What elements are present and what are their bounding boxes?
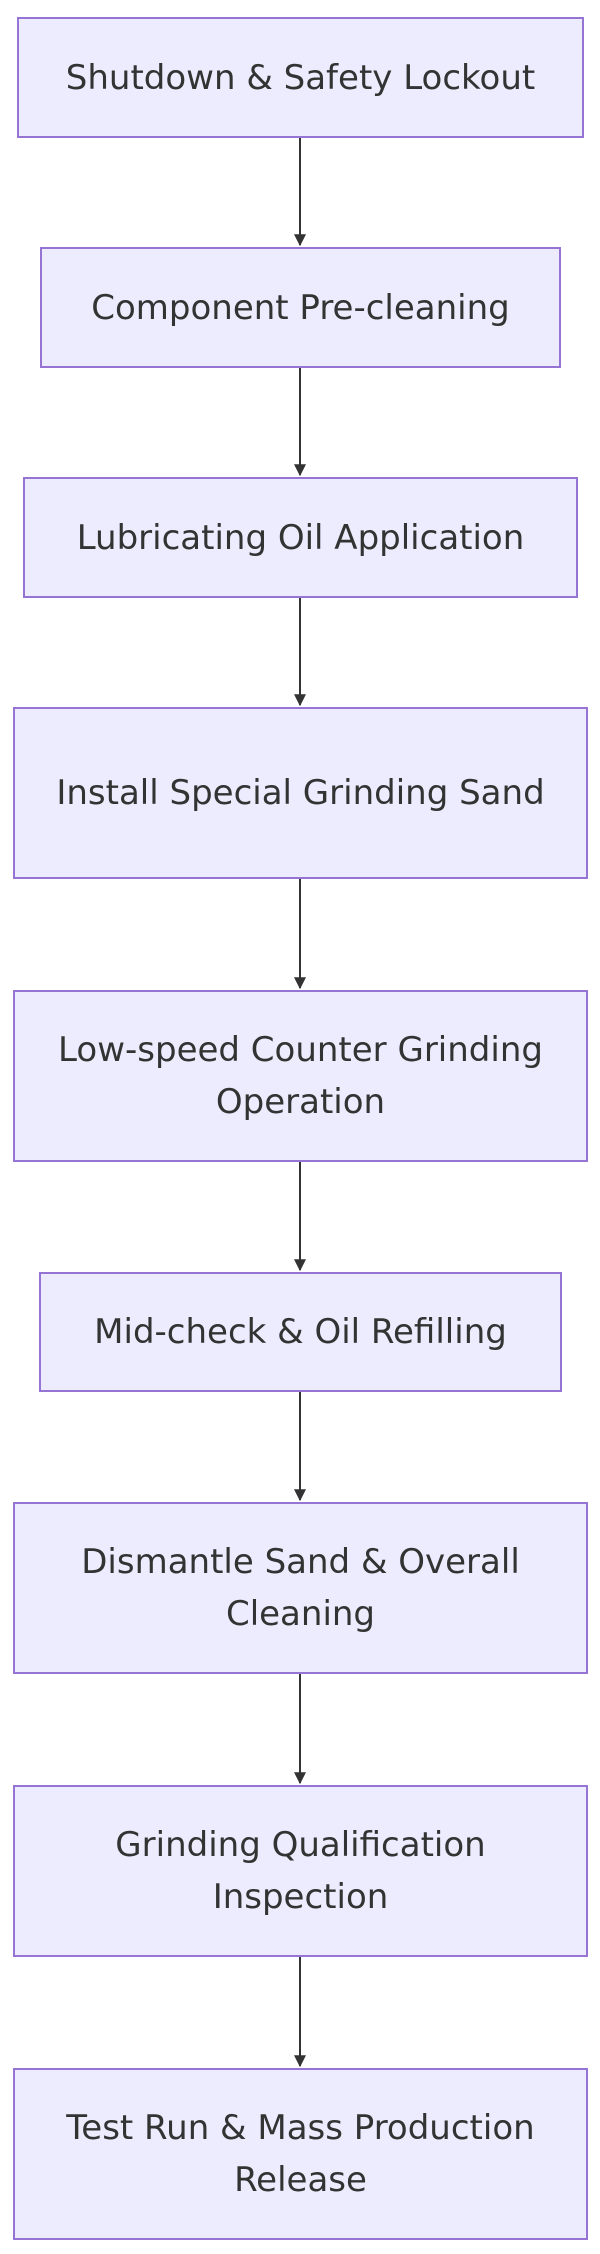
node-component-pre-cleaning: Component Pre-cleaning: [40, 247, 561, 368]
node-label: Lubricating Oil Application: [76, 517, 525, 558]
node-label: Mid-check & Oil Refilling: [94, 1312, 507, 1352]
node-shutdown-safety-lockout: Shutdown & Safety Lockout: [17, 17, 584, 138]
node-grinding-qualification-inspection: Grinding Qualification Inspection: [13, 1785, 588, 1957]
node-label: Shutdown & Safety Lockout: [65, 57, 536, 98]
node-test-run-mass-production-release: Test Run & Mass Production Release: [13, 2068, 588, 2240]
node-label: Component Pre-cleaning: [91, 287, 510, 328]
node-mid-check-oil-refilling: Mid-check & Oil Refilling: [39, 1272, 562, 1392]
node-label: Test Run & Mass Production Release: [66, 2108, 535, 2200]
node-dismantle-sand-overall-cleaning: Dismantle Sand & Overall Cleaning: [13, 1502, 588, 1674]
node-install-special-grinding-sand: Install Special Grinding Sand: [13, 707, 588, 879]
node-low-speed-counter-grinding: Low-speed Counter Grinding Operation: [13, 990, 588, 1162]
node-label: Dismantle Sand & Overall Cleaning: [81, 1542, 520, 1634]
node-label: Grinding Qualification Inspection: [115, 1825, 486, 1917]
node-label: Low-speed Counter Grinding Operation: [58, 1030, 543, 1122]
node-lubricating-oil-application: Lubricating Oil Application: [23, 477, 578, 598]
node-label: Install Special Grinding Sand: [56, 773, 545, 813]
